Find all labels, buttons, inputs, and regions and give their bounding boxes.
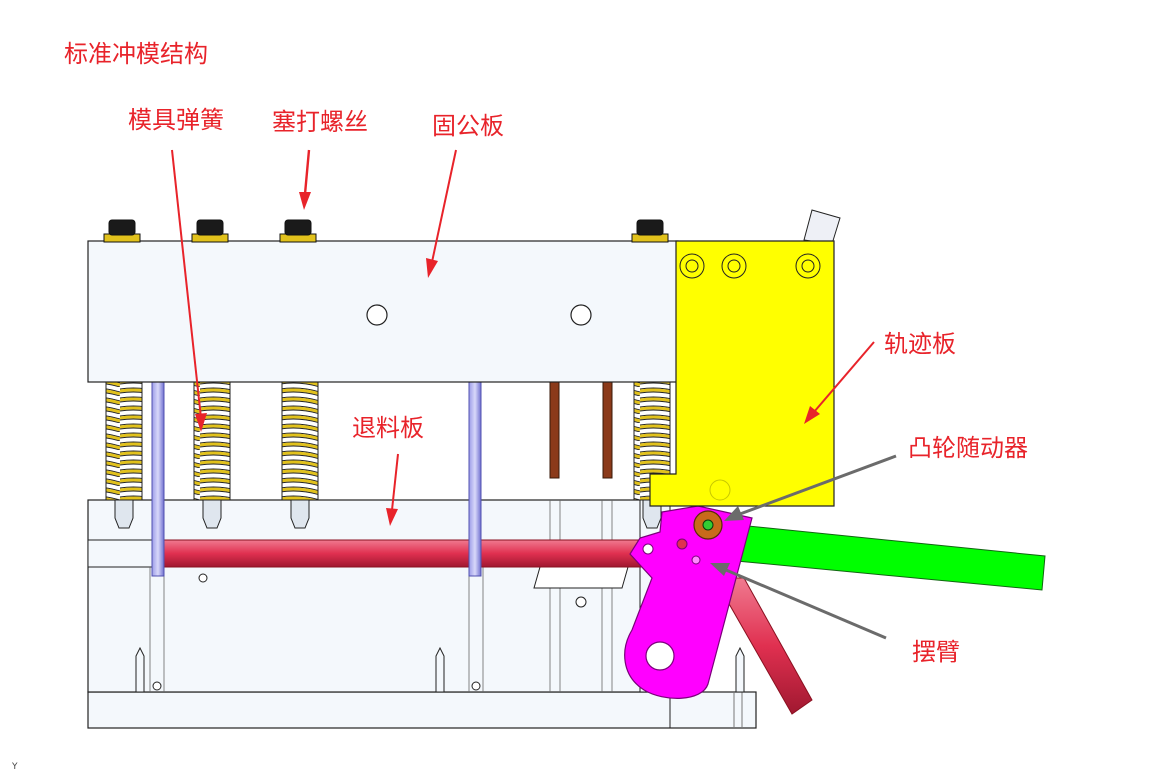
punch-2 <box>602 381 613 479</box>
rod-bore <box>87 539 161 568</box>
label-stripper-plate: 退料板 <box>352 414 424 442</box>
swing-arm-red-pin <box>676 538 688 550</box>
swing-arm-hole-2 <box>691 555 701 565</box>
label-fixed-plate: 固公板 <box>432 112 504 140</box>
shoulder-screw-tips <box>114 499 662 529</box>
screw-heads <box>103 219 669 243</box>
fixed-plate-hole-2 <box>570 304 592 326</box>
label-swing-arm: 摆臂 <box>912 638 960 666</box>
red-callouts <box>171 149 875 526</box>
guide-pin-mid <box>468 381 482 577</box>
cam-follower-hub <box>702 519 714 531</box>
fixed-plate-hole-1 <box>366 304 388 326</box>
locating-pins <box>135 646 745 693</box>
swing-arm-small-hole <box>642 543 654 555</box>
label-die-spring: 模具弹簧 <box>128 106 224 134</box>
diagram-title: 标准冲模结构 <box>64 40 208 68</box>
die-insert-hole <box>575 596 587 608</box>
stock-rod <box>157 539 647 568</box>
label-cam-follower: 凸轮随动器 <box>908 434 1028 462</box>
gray-callouts <box>710 454 897 640</box>
bottom-base-plate <box>87 691 757 729</box>
plate-hole-2 <box>152 681 162 691</box>
lower-die-plate <box>87 499 649 693</box>
green-lever <box>725 523 1046 591</box>
track-plate-screws <box>679 253 821 279</box>
track-plate <box>649 240 835 507</box>
stud <box>803 209 841 245</box>
swing-arm-pivot-hole <box>645 641 675 671</box>
label-track-plate: 轨迹板 <box>884 330 956 358</box>
plate-hole-1 <box>198 573 208 583</box>
punch-1 <box>549 381 560 479</box>
track-plate-hole-outline <box>709 479 731 501</box>
axis-indicator: Y <box>12 762 18 772</box>
guide-pin-left <box>151 381 165 577</box>
plate-hole-3 <box>471 681 481 691</box>
label-shoulder-screw: 塞打螺丝 <box>272 108 368 136</box>
die-insert <box>533 566 629 589</box>
